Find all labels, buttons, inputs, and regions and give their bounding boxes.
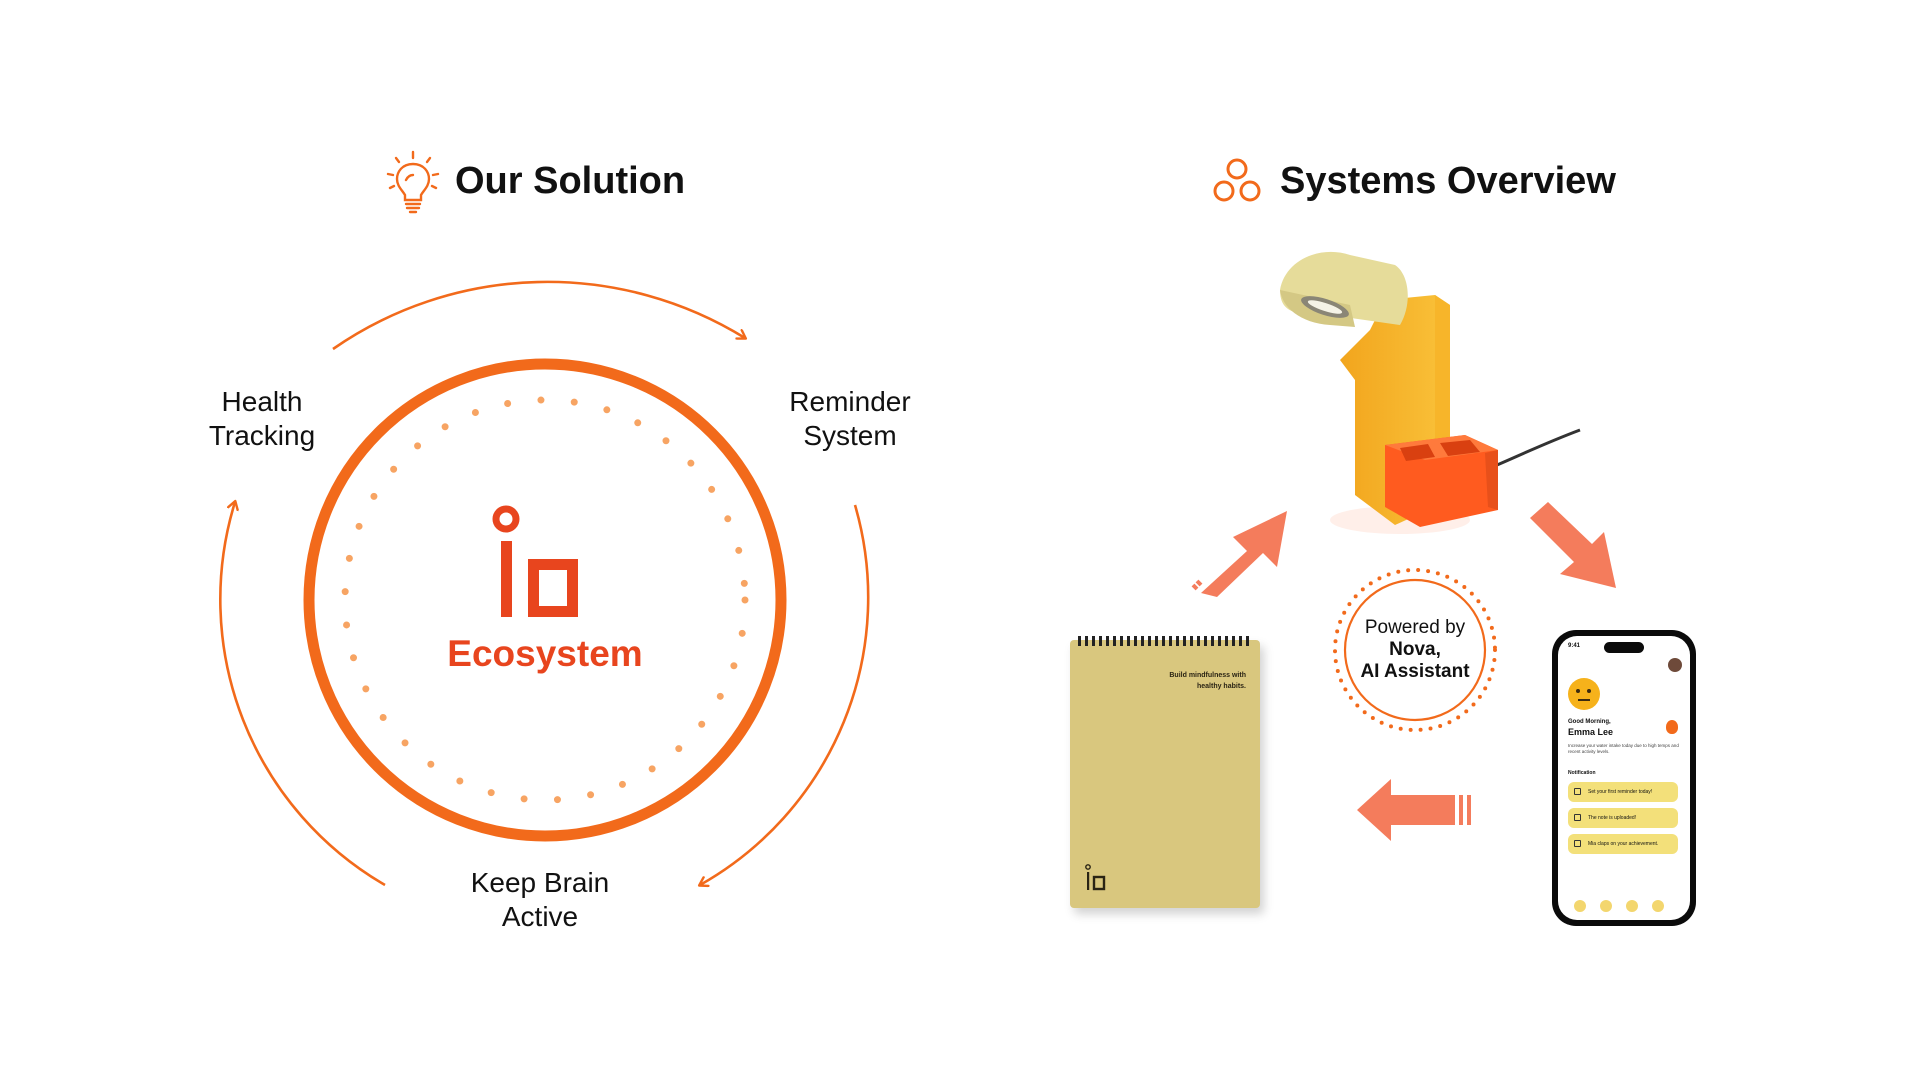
arrow-phone-to-notepad bbox=[1357, 779, 1471, 841]
cycle-arrow-right bbox=[700, 504, 870, 885]
nav-note-icon[interactable] bbox=[1652, 900, 1664, 912]
cycle-arrow-top bbox=[332, 280, 745, 351]
lightbulb-icon bbox=[386, 150, 440, 216]
notification-section-title: Notification bbox=[1568, 770, 1596, 776]
nav-chat-icon[interactable] bbox=[1600, 900, 1612, 912]
arrow-notepad-to-lamp bbox=[1191, 511, 1287, 597]
avatar bbox=[1668, 658, 1682, 672]
systems-overview-heading: Systems Overview bbox=[1280, 160, 1616, 202]
keep-brain-active-label: Keep Brain Active bbox=[470, 867, 610, 932]
ecosystem-title: Ecosystem bbox=[447, 633, 643, 674]
ecosystem-dotted-ring bbox=[341, 396, 749, 804]
notification-item[interactable]: Set your first reminder today! bbox=[1568, 782, 1678, 802]
arrow-lamp-to-phone bbox=[1530, 502, 1616, 588]
fire-icon bbox=[1666, 720, 1678, 734]
hydration-message: Increase your water intake today due to … bbox=[1568, 743, 1679, 754]
three-circles-icon bbox=[1213, 158, 1261, 202]
ecosystem-ring bbox=[303, 358, 787, 842]
people-icon bbox=[1574, 840, 1581, 847]
phone-screen: 9:41 Good Morning, Emma Lee Increase you… bbox=[1558, 636, 1690, 920]
nova-badge-line1: Powered by bbox=[1364, 617, 1466, 638]
notepad-spiral bbox=[1078, 636, 1252, 646]
cycle-arrow-left bbox=[219, 502, 386, 887]
phone-notch bbox=[1604, 642, 1644, 653]
notepad-io-logo bbox=[1085, 864, 1106, 891]
smart-lamp-image bbox=[1280, 251, 1581, 534]
notepad-slogan: Build mindfulness with healthy habits. bbox=[1169, 672, 1246, 690]
phone-image: 9:41 Good Morning, Emma Lee Increase you… bbox=[1552, 630, 1696, 926]
book-icon bbox=[1574, 814, 1581, 821]
notepad-image: Build mindfulness with healthy habits. bbox=[1070, 636, 1260, 908]
io-logo bbox=[492, 505, 578, 617]
thinking-emoji-icon bbox=[1568, 678, 1600, 710]
nova-badge-line2: Nova, bbox=[1389, 639, 1441, 660]
nav-book-icon[interactable] bbox=[1626, 900, 1638, 912]
reminder-system-label: Reminder System bbox=[789, 386, 911, 451]
nova-badge-text: Powered by Nova, AI Assistant bbox=[1340, 617, 1490, 683]
nav-home-icon[interactable] bbox=[1574, 900, 1586, 912]
notepad-icon bbox=[1574, 788, 1581, 795]
phone-time: 9:41 bbox=[1568, 643, 1581, 649]
nova-badge-ring bbox=[1333, 568, 1497, 732]
user-name: Emma Lee bbox=[1568, 727, 1614, 737]
our-solution-heading: Our Solution bbox=[455, 160, 686, 202]
greeting-text: Good Morning, bbox=[1568, 719, 1611, 725]
health-tracking-label: Health Tracking bbox=[208, 386, 316, 451]
notification-item[interactable]: The note is uploaded! bbox=[1568, 808, 1678, 828]
nova-badge-line3: AI Assistant bbox=[1360, 661, 1470, 682]
ecosystem-cycle-diagram bbox=[219, 280, 870, 970]
notification-item[interactable]: Mia claps on your achievement. bbox=[1568, 834, 1678, 854]
